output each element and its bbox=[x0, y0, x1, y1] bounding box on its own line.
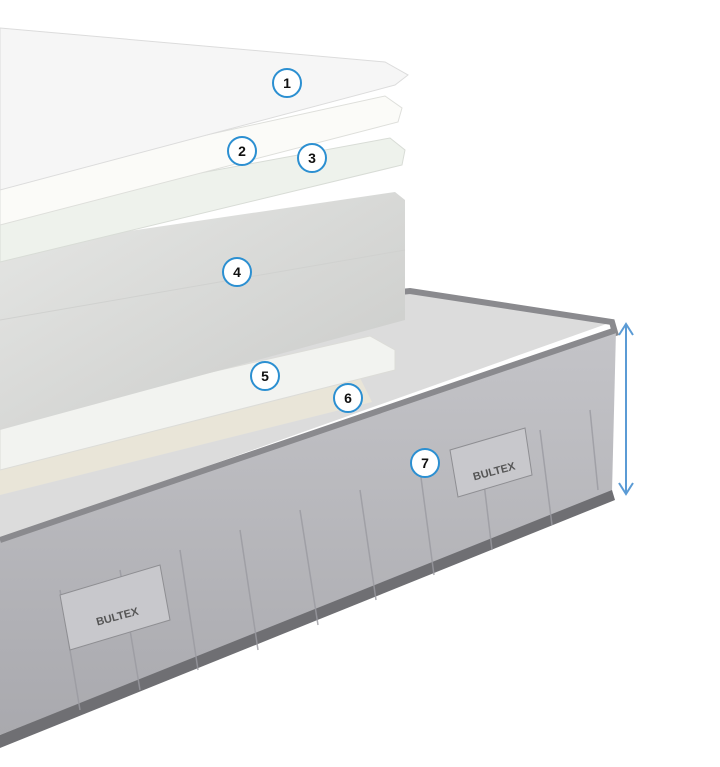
base-bottom-rim bbox=[0, 490, 615, 748]
layer-2 bbox=[0, 95, 403, 226]
height-arrow-icon bbox=[618, 322, 634, 496]
top-comfort-layer bbox=[0, 27, 409, 191]
callout-2[interactable]: 2 bbox=[227, 136, 257, 166]
callout-3[interactable]: 3 bbox=[297, 143, 327, 173]
callout-5[interactable]: 5 bbox=[250, 361, 280, 391]
knitted-cover-front bbox=[0, 330, 616, 735]
callout-6[interactable]: 6 bbox=[333, 383, 363, 413]
handle-front: BULTEX bbox=[59, 564, 171, 651]
callout-7[interactable]: 7 bbox=[410, 448, 440, 478]
layer-6 bbox=[0, 378, 372, 495]
callout-1[interactable]: 1 bbox=[272, 68, 302, 98]
core-foam-block bbox=[0, 192, 405, 430]
layer-5 bbox=[0, 335, 396, 471]
handle-right: BULTEX bbox=[449, 427, 533, 498]
callout-4[interactable]: 4 bbox=[222, 257, 252, 287]
